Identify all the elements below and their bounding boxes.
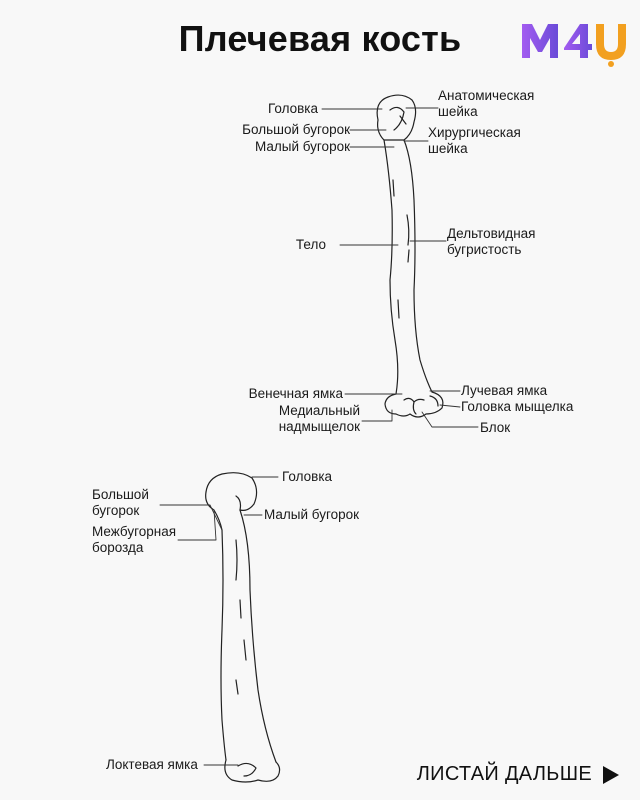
- label-radial-fossa: Лучевая ямка: [461, 383, 548, 398]
- page-title: Плечевая кость: [178, 18, 462, 59]
- label-medial-epicondyle: Медиальный надмыщелок: [278, 403, 360, 434]
- brand-logo: [522, 24, 626, 67]
- label-greater-tubercle-back: Большой бугорок: [92, 487, 149, 518]
- label-body: Тело: [295, 237, 326, 252]
- label-olecranon-fossa: Локтевая ямка: [106, 757, 198, 772]
- label-lesser-tubercle-front: Малый бугорок: [254, 139, 350, 154]
- humerus-front-bone: [376, 94, 444, 418]
- humerus-back-bone: [205, 472, 281, 783]
- label-surgical-neck: Хирургическая шейка: [428, 125, 521, 156]
- label-intertubercular-groove: Межбугорная борозда: [92, 524, 177, 555]
- label-lesser-tubercle-back: Малый бугорок: [264, 507, 360, 522]
- label-greater-tubercle-front: Большой бугорок: [242, 122, 350, 137]
- label-head-back: Головка: [282, 469, 333, 484]
- label-capitulum: Головка мыщелка: [461, 399, 574, 414]
- swipe-next-button[interactable]: ЛИСТАЙ ДАЛЬШЕ: [417, 763, 620, 786]
- swipe-next-label: ЛИСТАЙ ДАЛЬШЕ: [416, 763, 592, 785]
- label-anatomical-neck: Анатомическая шейка: [438, 88, 535, 119]
- play-arrow-icon: [603, 765, 619, 784]
- label-deltoid-tuberosity: Дельтовидная бугристость: [447, 226, 536, 257]
- label-head-front: Головка: [267, 101, 318, 116]
- label-coronoid-fossa: Венечная ямка: [248, 386, 343, 401]
- label-trochlea: Блок: [480, 420, 511, 435]
